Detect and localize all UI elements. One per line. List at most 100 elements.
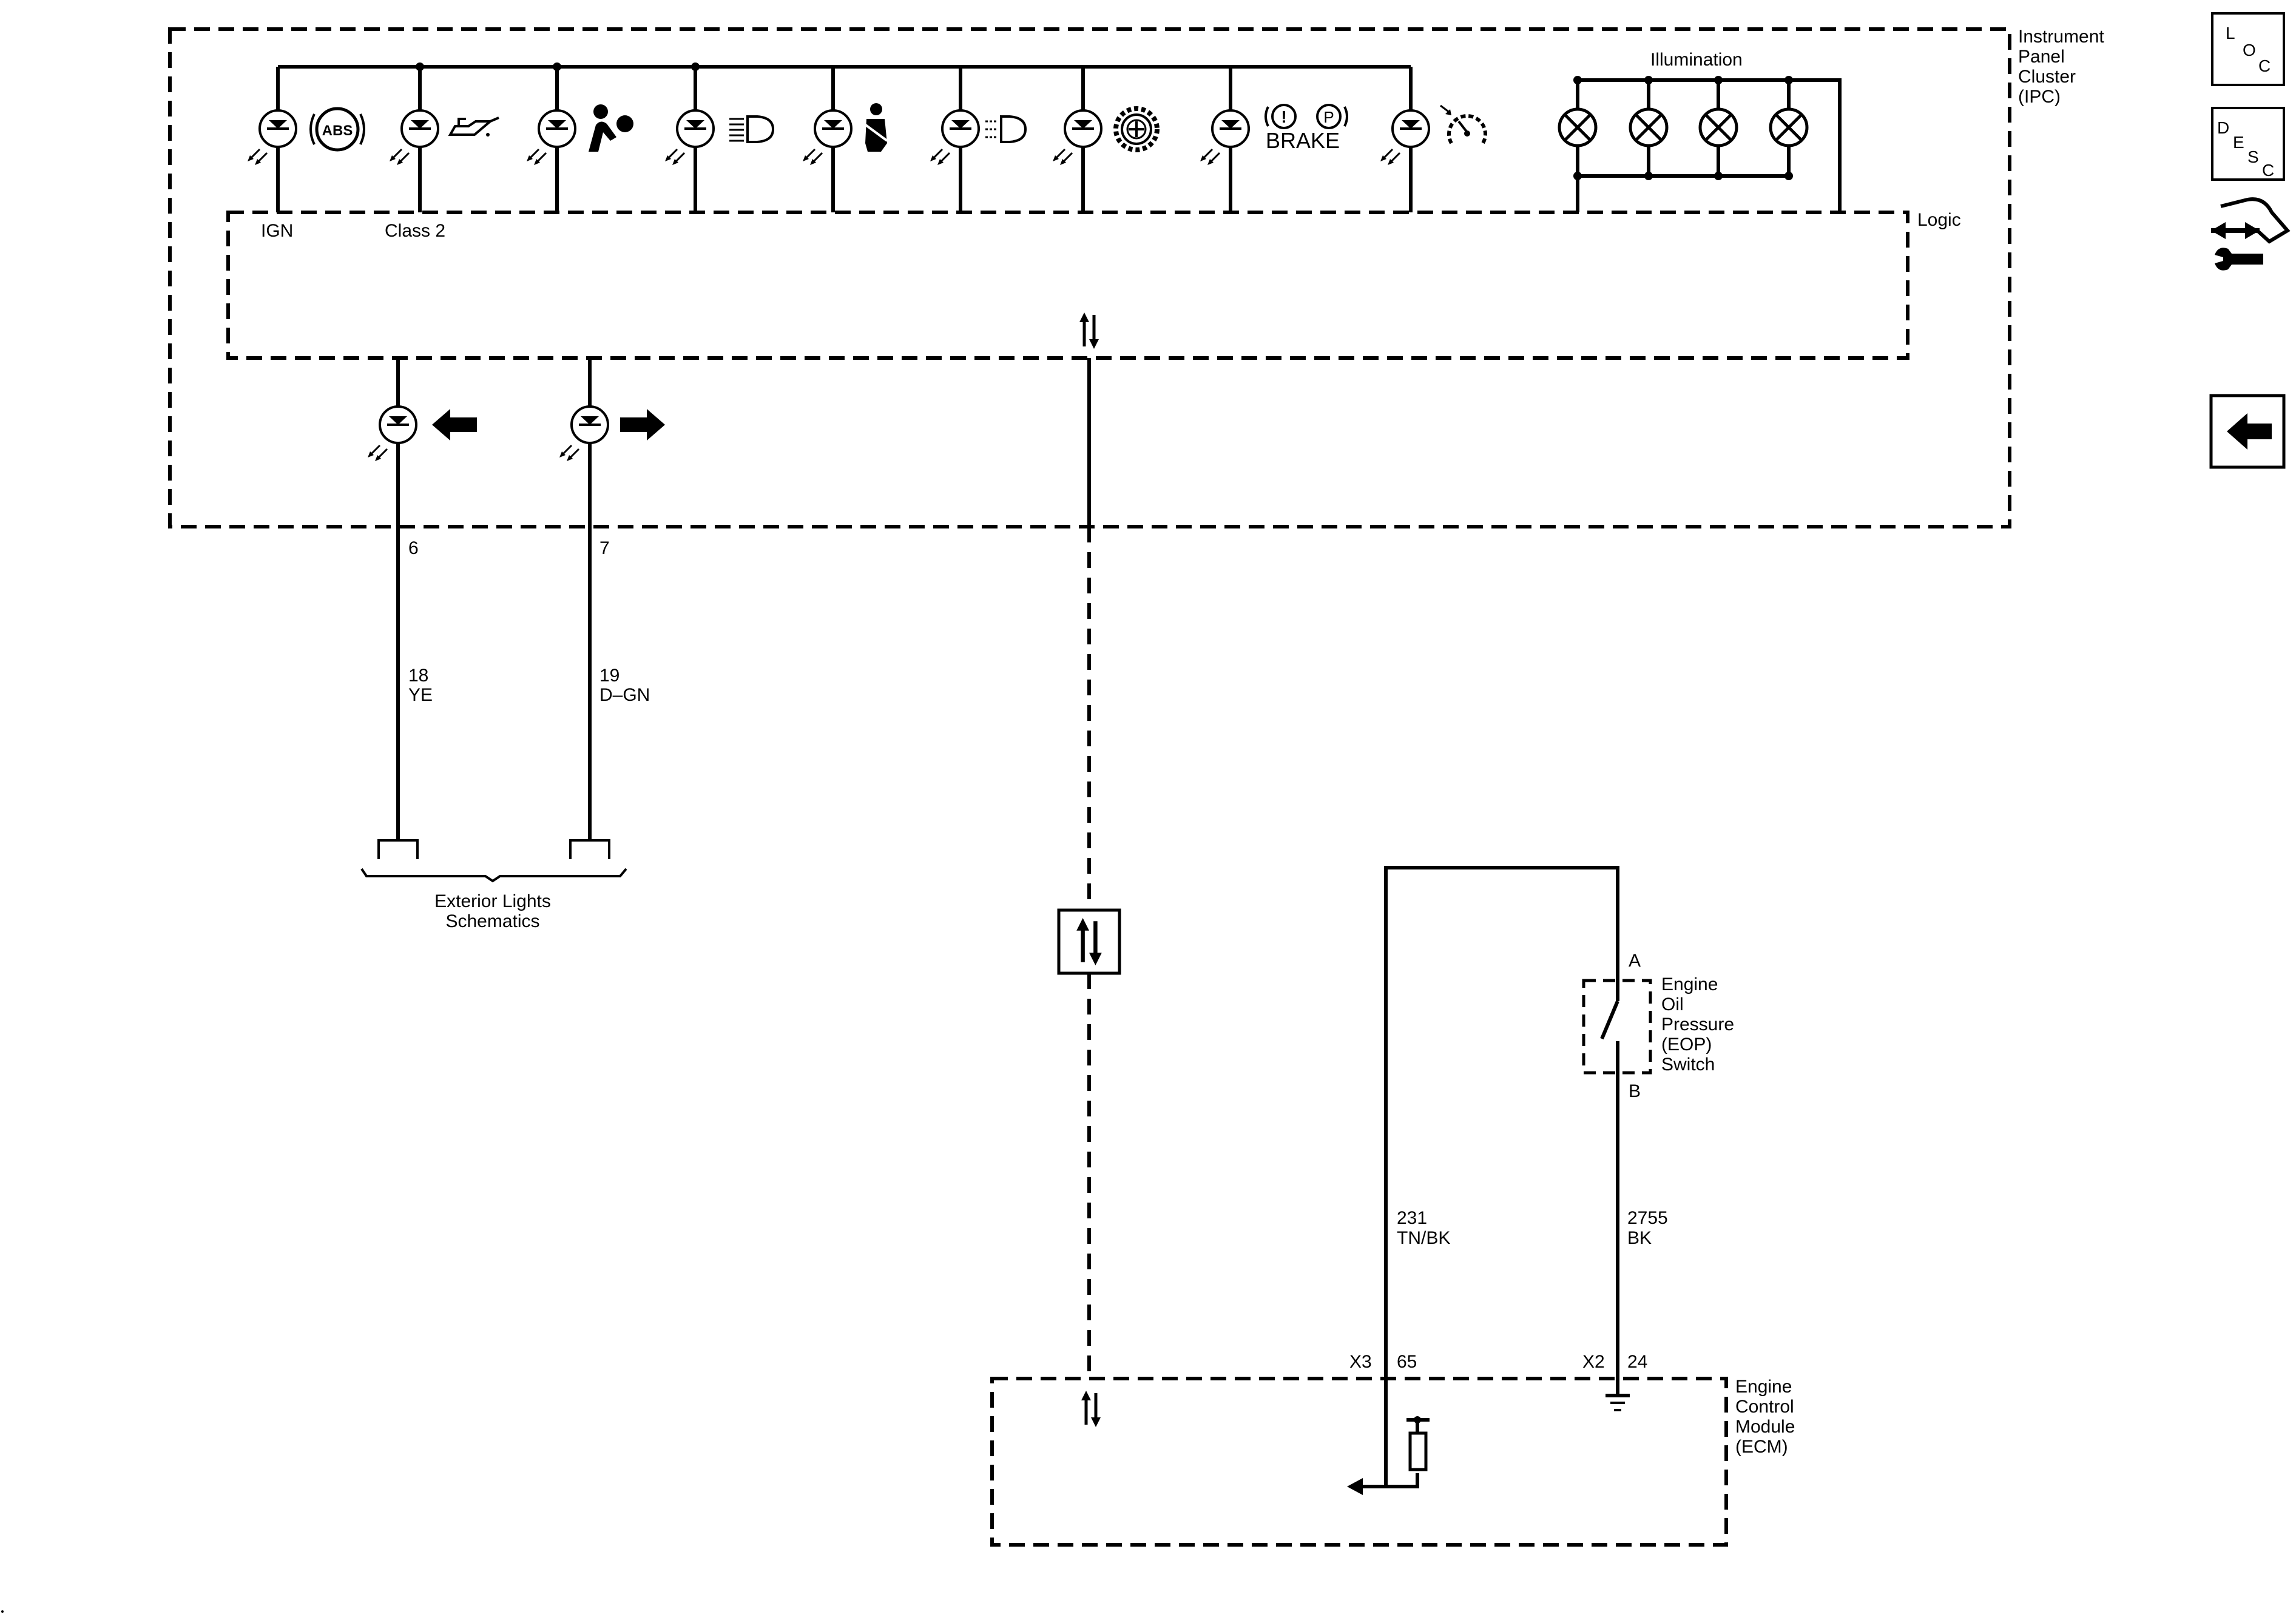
exterior-lights-label-1: Exterior Lights: [434, 891, 551, 911]
desc-button[interactable]: D E S C: [2211, 107, 2285, 181]
eop-name-line-3: Pressure: [1661, 1014, 1734, 1035]
ipc-name-label: Instrument Panel Cluster (IPC): [2018, 27, 2104, 107]
loc-button[interactable]: L O C: [2211, 12, 2285, 86]
loc-letter-l: L: [2226, 24, 2235, 42]
brake-park-text: P: [1323, 108, 1334, 126]
led-icon: [929, 109, 980, 166]
led-icon: [388, 109, 439, 166]
corner-mark: [1, 1610, 4, 1613]
oil-can-icon: [448, 116, 499, 137]
logic-data-arrows: [1079, 312, 1099, 349]
ecm-module-box: [990, 1377, 1728, 1547]
led-icon: [1199, 109, 1250, 166]
abs-icon: ABS: [309, 107, 365, 152]
loc-letter-c: C: [2258, 56, 2271, 75]
brake-exclaim-text: !: [1281, 107, 1286, 126]
led-icon: [246, 109, 297, 166]
input-arrow-icon: [1347, 1478, 1363, 1495]
left-turn-circuit: [366, 358, 477, 840]
loc-letter-o: O: [2243, 41, 2256, 59]
bulb-icon: [1700, 109, 1737, 146]
connector-shape-icon: [2220, 197, 2291, 244]
wire-color-tnbk: TN/BK: [1397, 1228, 1450, 1248]
desc-letter-s: S: [2247, 147, 2259, 166]
bulb-icon: [1771, 109, 1807, 146]
ipc-name-line-4: (IPC): [2018, 87, 2061, 107]
resistor-icon: [1408, 1431, 1428, 1471]
serial-data-reference-box: [1057, 908, 1121, 975]
ecm-data-arrows: [1081, 1391, 1101, 1427]
seatbelt-icon: [863, 103, 888, 152]
ecm-pin-65: 65: [1397, 1352, 1417, 1372]
switch-icon: [1600, 981, 1619, 1073]
class2-label: Class 2: [385, 221, 445, 241]
bulb-icon: [1630, 109, 1667, 146]
eop-name-line-1: Engine: [1661, 974, 1718, 994]
ecm-pin-24: 24: [1627, 1352, 1647, 1372]
ecm-input-circuit: [1347, 1416, 1430, 1495]
led-icon: [1052, 109, 1102, 166]
led-icon: [664, 109, 715, 166]
led-icon: [366, 405, 417, 462]
back-arrow-icon: [2227, 413, 2272, 450]
ipc-name-line-2: Panel: [2018, 47, 2065, 67]
ground-icon: [1606, 1394, 1630, 1411]
left-turn-arrow-icon: [432, 409, 477, 441]
ipc-name-line-1: Instrument: [2018, 27, 2104, 47]
desc-letter-c: C: [2262, 161, 2274, 180]
fog-lamp-icon: [985, 115, 1027, 143]
eop-switch-box: [1582, 979, 1652, 1075]
speedometer-icon: [1440, 104, 1487, 144]
led-icon: [1379, 109, 1430, 166]
wire-color-dgn: D–GN: [599, 685, 650, 705]
ign-label: IGN: [261, 221, 293, 241]
ecm-connector-x2: X2: [1582, 1352, 1605, 1372]
brake-icon: ! P BRAKE: [1264, 104, 1348, 153]
ecm-name-line-2: Control: [1735, 1397, 1794, 1417]
airbag-icon: [589, 104, 633, 152]
circuit-number-2755: 2755: [1627, 1208, 1668, 1228]
ecm-name-label: Engine Control Module (ECM): [1735, 1377, 1795, 1457]
abs-text: ABS: [322, 123, 353, 139]
led-icon: [802, 109, 853, 166]
desc-letter-e: E: [2233, 133, 2244, 152]
desc-letter-d: D: [2217, 118, 2229, 137]
illumination-circuit: [1559, 76, 1842, 212]
logic-label: Logic: [1917, 210, 1961, 230]
right-turn-circuit: [558, 358, 665, 840]
right-turn-arrow-icon: [620, 409, 665, 441]
ecm-name-line-1: Engine: [1735, 1377, 1792, 1397]
circuit-number-231: 231: [1397, 1208, 1427, 1228]
eop-name-line-5: Switch: [1661, 1055, 1715, 1075]
pin-label-6: 6: [408, 538, 419, 558]
exterior-lights-connectors: [360, 839, 627, 883]
ipc-logic-box: [226, 211, 1909, 360]
wire-color-ye: YE: [408, 685, 433, 705]
circuit-number-19: 19: [599, 666, 620, 686]
ecm-name-line-3: Module: [1735, 1417, 1795, 1437]
connector-info-button[interactable]: [2211, 197, 2291, 271]
gear-icon: [1113, 106, 1160, 152]
led-icon: [558, 405, 609, 462]
indicator-leds: [246, 109, 1430, 166]
wrench-icon: [2215, 248, 2263, 271]
eop-terminal-b: B: [1629, 1081, 1641, 1101]
ecm-name-line-4: (ECM): [1735, 1437, 1788, 1457]
illumination-label: Illumination: [1650, 50, 1743, 70]
wire-color-bk: BK: [1627, 1228, 1652, 1248]
ecm-connector-x3: X3: [1349, 1352, 1372, 1372]
eop-terminal-a: A: [1629, 951, 1641, 971]
brake-text: BRAKE: [1266, 128, 1340, 153]
ipc-name-line-3: Cluster: [2018, 67, 2076, 87]
high-beam-icon: [729, 115, 775, 143]
back-button[interactable]: [2209, 394, 2286, 469]
eop-name-label: Engine Oil Pressure (EOP) Switch: [1661, 974, 1734, 1075]
pin-label-7: 7: [599, 538, 610, 558]
circuit-number-18: 18: [408, 666, 428, 686]
bulb-icon: [1559, 109, 1596, 146]
exterior-lights-label-2: Schematics: [445, 911, 539, 931]
led-icon: [525, 109, 576, 166]
eop-name-line-2: Oil: [1661, 994, 1684, 1014]
eop-signal-wire: [1384, 866, 1619, 1474]
